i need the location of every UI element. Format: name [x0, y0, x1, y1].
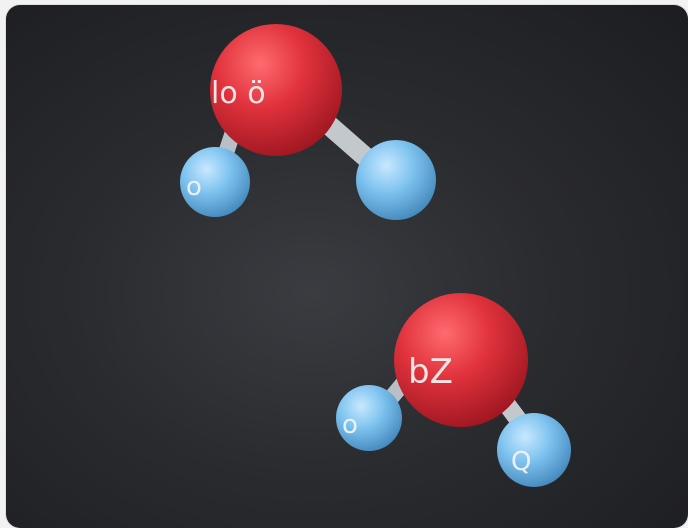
hydrogen-atom-1-left — [180, 147, 250, 217]
water-molecule-2: o Q bZ — [336, 293, 571, 487]
hydrogen-atom-2-right — [497, 413, 571, 487]
molecule-scene: o lo ö o Q bZ — [180, 24, 571, 487]
water-molecule-1: o lo ö — [180, 24, 436, 220]
hydrogen-2-left-label: o — [342, 410, 358, 440]
oxygen-2-label: bZ — [408, 352, 453, 392]
oxygen-atom-1 — [210, 24, 342, 156]
oxygen-1-label: lo ö — [211, 76, 266, 111]
oxygen-atom-2 — [394, 293, 528, 427]
image-frame: o lo ö o Q bZ — [6, 5, 688, 528]
hydrogen-atom-2-left — [336, 385, 402, 451]
hydrogen-2-right-label: Q — [511, 447, 531, 477]
hydrogen-atom-1-right — [356, 140, 436, 220]
hydrogen-1-left-label: o — [186, 172, 202, 202]
